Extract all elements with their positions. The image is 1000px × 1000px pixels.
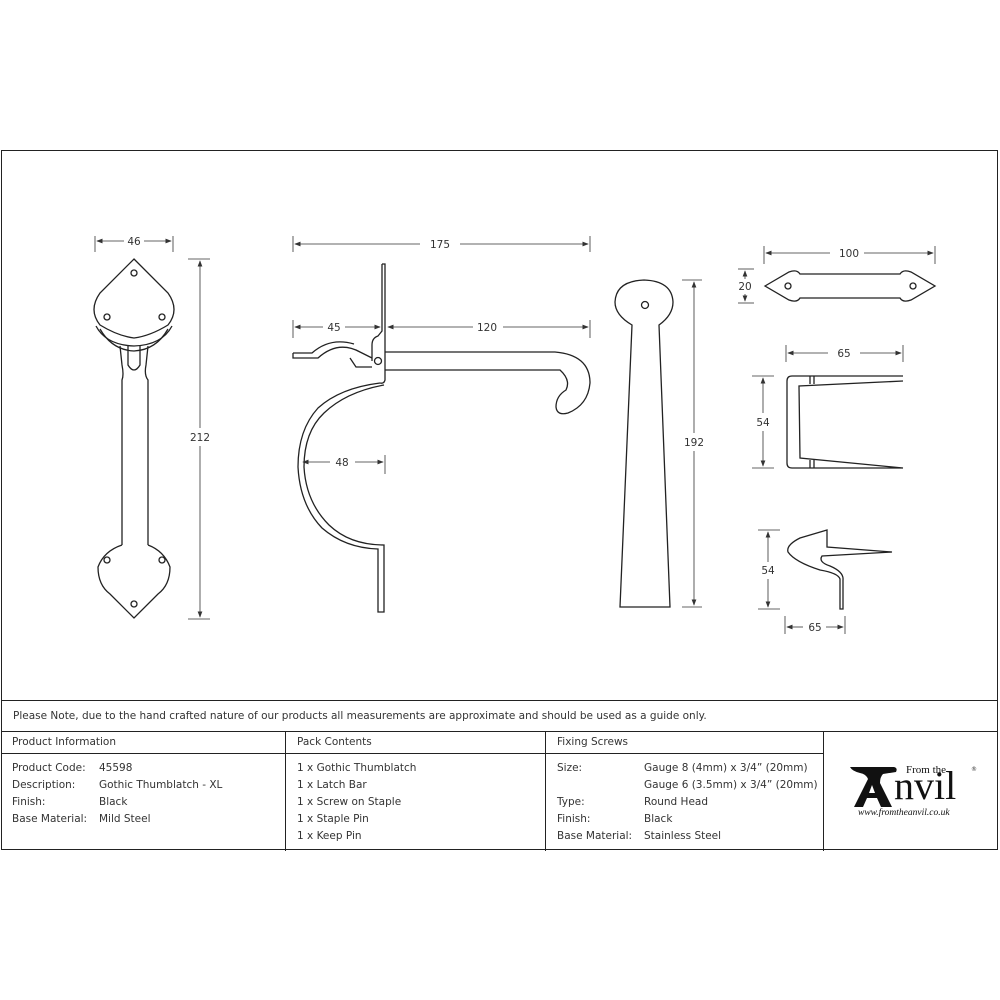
handle-depth-label: 48: [335, 457, 348, 469]
product-info-column: Product Information Product Code: 45598 …: [1, 732, 285, 851]
logo-from-the: From the: [906, 764, 947, 776]
fixing-screws-column: Fixing Screws Size: Gauge 8 (4mm) x 3/4”…: [546, 732, 823, 851]
keep-dimensions: [738, 246, 936, 304]
screw-staple-drawing: [786, 375, 904, 469]
screw-type-row: Type: Round Head: [557, 794, 823, 811]
keep-height-label: 20: [738, 281, 751, 293]
handle-dimensions: [94, 236, 210, 620]
row-label: Base Material:: [12, 813, 88, 825]
handle-width-label: 46: [127, 236, 141, 248]
product-code-value: 45598: [99, 762, 133, 774]
info-table: Product Information Product Code: 45598 …: [1, 731, 998, 851]
base-material-row: Base Material: Mild Steel: [12, 811, 285, 828]
backplate-height-label: 192: [684, 437, 704, 449]
latch-front-label: 45: [327, 322, 340, 334]
fixing-screws-heading: Fixing Screws: [546, 732, 823, 754]
product-code-row: Product Code: 45598: [12, 760, 285, 777]
staple-pin-width-label: 65: [808, 622, 821, 634]
screw-material-value: Stainless Steel: [644, 830, 722, 842]
pack-item: 1 x Gothic Thumblatch: [297, 762, 417, 774]
screw-staple-width-label: 65: [837, 348, 850, 360]
latch-bar-drawing: [292, 263, 591, 613]
row-label: Base Material:: [557, 830, 633, 842]
screw-material-row: Base Material: Stainless Steel: [557, 828, 823, 845]
column-divider: [823, 732, 824, 851]
row-label: Product Code:: [12, 762, 86, 774]
keep-drawing: [763, 270, 937, 302]
backplate-dimensions: [682, 279, 702, 608]
anvil-icon: [850, 767, 897, 807]
handle-height-label: 212: [190, 432, 210, 444]
logo-brand: nvil: [894, 763, 957, 808]
description-value: Gothic Thumblatch - XL: [99, 779, 223, 791]
row-label: Finish:: [557, 813, 591, 825]
screw-size-value: Gauge 8 (4mm) x 3/4” (20mm): [644, 762, 808, 774]
staple-pin-height-label: 54: [761, 565, 775, 577]
latch-back-label: 120: [477, 322, 497, 334]
screw-staple-height-label: 54: [756, 417, 770, 429]
staple-pin-drawing: [787, 529, 893, 610]
backplate-drawing: [614, 279, 674, 608]
finish-value: Black: [99, 796, 128, 808]
screw-size-row: Size: Gauge 8 (4mm) x 3/4” (20mm): [557, 760, 823, 777]
product-info-heading: Product Information: [1, 732, 285, 754]
screw-size-value-2: Gauge 6 (3.5mm) x 3/4” (20mm): [644, 779, 818, 791]
pack-item: 1 x Latch Bar: [297, 779, 367, 791]
latch-overall-label: 175: [430, 239, 450, 251]
screw-staple-dimensions: [752, 345, 904, 469]
finish-row: Finish: Black: [12, 794, 285, 811]
screw-finish-row: Finish: Black: [557, 811, 823, 828]
pack-item: 1 x Screw on Staple: [297, 796, 402, 808]
base-material-value: Mild Steel: [99, 813, 151, 825]
screw-finish-value: Black: [644, 813, 673, 825]
screw-size-row-2: Gauge 6 (3.5mm) x 3/4” (20mm): [557, 777, 823, 794]
measurement-note: Please Note, due to the hand crafted nat…: [1, 700, 998, 732]
pack-item: 1 x Staple Pin: [297, 813, 369, 825]
row-label: Finish:: [12, 796, 46, 808]
registered-mark: ®: [971, 766, 977, 773]
pack-contents-column: Pack Contents 1 x Gothic Thumblatch 1 x …: [286, 732, 545, 851]
keep-length-label: 100: [839, 248, 859, 260]
column-divider: [545, 732, 546, 851]
pack-item: 1 x Keep Pin: [297, 830, 362, 842]
row-label: [557, 777, 644, 794]
pack-contents-heading: Pack Contents: [286, 732, 545, 754]
handle-drawing: [93, 258, 175, 619]
column-divider: [285, 732, 286, 851]
staple-pin-dimensions: [758, 529, 846, 634]
logo-url: www.fromtheanvil.co.uk: [858, 808, 950, 818]
description-row: Description: Gothic Thumblatch - XL: [12, 777, 285, 794]
drawing-sheet-frame: [1, 150, 998, 850]
latch-bar-dimensions: [292, 236, 591, 474]
brand-logo: From the nvil ® www.fromtheanvil.co.uk: [824, 732, 998, 851]
screw-type-value: Round Head: [644, 796, 709, 808]
row-label: Type:: [557, 796, 585, 808]
row-label: Size:: [557, 762, 583, 774]
row-label: Description:: [12, 779, 76, 791]
